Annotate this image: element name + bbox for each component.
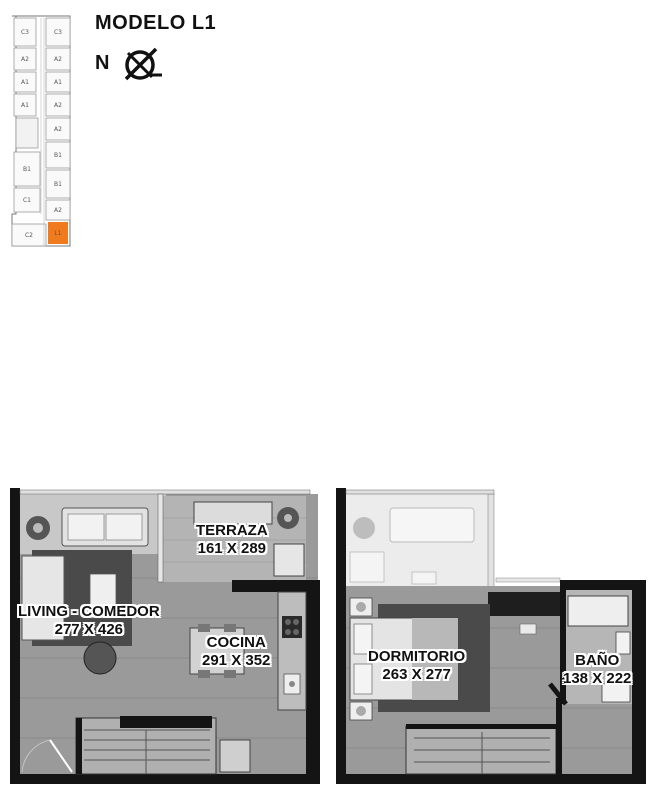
room-size: 161 X 289 xyxy=(197,540,267,557)
key-unit-label: A1 xyxy=(21,79,29,86)
north-label: N xyxy=(95,52,110,74)
key-unit-highlight xyxy=(48,222,68,244)
upper-wall-bottom xyxy=(336,774,642,784)
wall-right xyxy=(306,580,320,784)
key-unit-right-1 xyxy=(45,47,71,71)
key-unit-right-0 xyxy=(45,17,71,47)
key-plan-right-units xyxy=(45,17,71,244)
key-unit-label: C1 xyxy=(23,197,31,204)
key-unit-label: C2 xyxy=(25,232,33,239)
key-unit-right-5 xyxy=(45,141,71,169)
room-name: COCINA xyxy=(206,634,266,651)
room-name: LIVING - COMEDOR xyxy=(18,603,160,620)
key-unit-left-1 xyxy=(13,47,37,71)
key-unit-label: B1 xyxy=(23,166,31,173)
key-unit-left-0 xyxy=(13,17,37,47)
key-unit-left-5 xyxy=(13,187,41,213)
model-title: MODELO L1 xyxy=(95,12,217,34)
key-unit-left-4 xyxy=(13,151,41,187)
key-unit-label: C3 xyxy=(54,29,62,36)
key-unit-left-6 xyxy=(11,223,47,247)
room-label-living-comedor: LIVING - COMEDOR 277 X 426 xyxy=(18,603,160,639)
key-unit-right-3 xyxy=(45,93,71,117)
key-unit-right-4 xyxy=(45,117,71,141)
key-corridor xyxy=(15,117,39,149)
wall-left xyxy=(10,488,20,784)
coffee-table xyxy=(89,573,117,619)
room-label-dormitorio: DORMITORIO 263 X 277 xyxy=(368,648,465,684)
wall-bottom xyxy=(10,774,320,784)
upper-partition xyxy=(488,592,560,616)
cooktop xyxy=(282,616,302,638)
upper-wall-right xyxy=(632,580,646,784)
key-unit-label: L1 xyxy=(54,230,61,237)
dining-table xyxy=(189,627,245,675)
key-unit-label: C3 xyxy=(21,29,29,36)
room-name: DORMITORIO xyxy=(368,648,466,665)
key-unit-right-2 xyxy=(45,71,71,93)
floor-plan-lower xyxy=(10,488,320,784)
terrace-chair xyxy=(273,543,305,577)
key-unit-label: A2 xyxy=(54,56,62,63)
room-size: 263 X 277 xyxy=(382,666,451,683)
room-size: 277 X 426 xyxy=(54,621,124,638)
north-compass-icon xyxy=(124,47,162,81)
entry-door xyxy=(49,739,73,773)
room-label-bano: BAÑO 138 X 222 xyxy=(563,652,631,688)
room-size: 138 X 222 xyxy=(563,670,632,687)
key-unit-left-3 xyxy=(13,93,37,117)
key-unit-label: B1 xyxy=(54,152,62,159)
wall-terrace-bottom xyxy=(232,580,320,592)
bath-wall xyxy=(560,580,566,704)
bathroom-sink xyxy=(601,683,631,703)
key-unit-label: A2 xyxy=(54,102,62,109)
room-label-cocina: COCINA 291 X 352 xyxy=(202,634,270,670)
key-plan-left-units xyxy=(11,17,47,247)
terrace-bench xyxy=(193,501,273,525)
key-unit-left-2 xyxy=(13,71,37,93)
key-unit-right-6 xyxy=(45,169,71,199)
side-sofa xyxy=(21,555,65,641)
key-unit-label: A2 xyxy=(54,207,62,214)
shower xyxy=(567,595,629,627)
room-name: TERRAZA xyxy=(196,522,268,539)
fridge xyxy=(219,739,251,773)
key-unit-label: A2 xyxy=(21,56,29,63)
room-label-terraza: TERRAZA 161 X 289 xyxy=(196,522,268,558)
armchair xyxy=(83,641,117,675)
key-unit-right-7 xyxy=(45,199,71,221)
key-unit-label: A2 xyxy=(54,126,62,133)
upper-wall-left xyxy=(336,488,346,784)
building-key-plan: .kp-cell{fill:#fafafa;stroke:#9a9a9a;str… xyxy=(11,15,71,247)
key-unit-label: A1 xyxy=(54,79,62,86)
key-unit-label: B1 xyxy=(54,181,62,188)
toilet xyxy=(615,631,631,655)
key-unit-label: A1 xyxy=(21,102,29,109)
room-size: 291 X 352 xyxy=(202,652,271,669)
floor-plan-upper xyxy=(336,488,646,784)
room-name: BAÑO xyxy=(575,652,620,669)
